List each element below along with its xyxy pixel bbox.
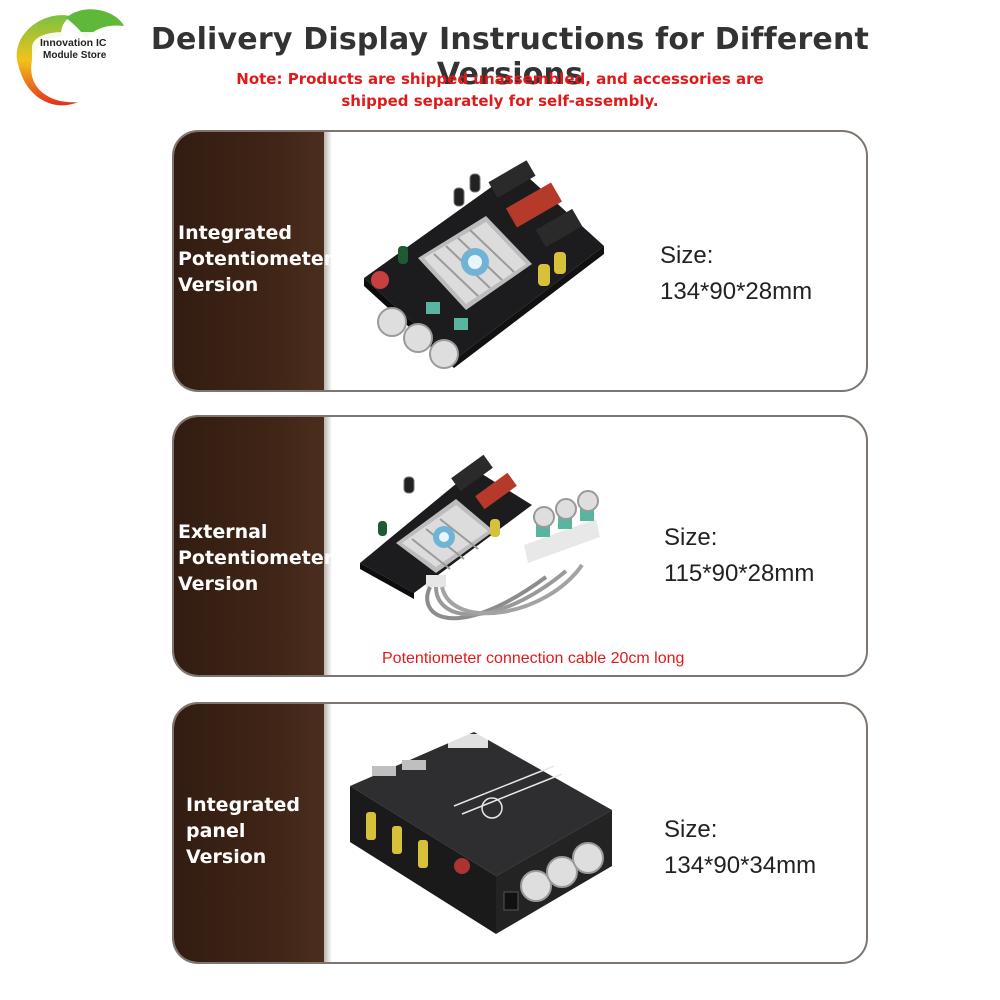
size-label: Size: — [660, 242, 714, 269]
shipping-note-line1: Note: Products are shipped unassembled, … — [236, 70, 764, 88]
version-label-panel — [174, 417, 332, 675]
amplifier-board-image — [364, 160, 604, 369]
size-label: Size: — [664, 816, 718, 843]
store-logo: Innovation IC Module Store — [16, 9, 124, 106]
version-label-panel — [174, 132, 332, 390]
size-info: Size: 115*90*28mm — [664, 520, 814, 592]
version-label: External Potentiometer Version — [178, 519, 334, 597]
cable-length-note: Potentiometer connection cable 20cm long — [382, 650, 685, 667]
page-title: Delivery Display Instructions for Differ… — [150, 22, 870, 92]
size-value: 134*90*28mm — [660, 278, 813, 305]
logo-text-line2: Module Store — [43, 50, 107, 61]
shipping-note-line2: shipped separately for self-assembly. — [341, 92, 659, 110]
version-label: Integrated Potentiometer Version — [178, 220, 334, 298]
version-label-line: panel — [186, 820, 246, 842]
version-label-panel — [174, 704, 332, 962]
amplifier-panel-image — [350, 732, 612, 934]
version-label-line: Version — [178, 274, 259, 296]
size-label: Size: — [664, 524, 718, 551]
version-label-line: Potentiometer — [178, 248, 334, 270]
logo-text-line1: Innovation IC — [40, 37, 107, 49]
size-info: Size: 134*90*34mm — [664, 812, 816, 884]
size-value: 115*90*28mm — [664, 560, 815, 587]
size-value: 134*90*34mm — [664, 852, 817, 879]
version-label-line: Integrated — [178, 222, 292, 244]
amplifier-board-with-cable-image — [360, 454, 600, 621]
size-info: Size: 134*90*28mm — [660, 238, 812, 310]
version-label-line: External — [178, 521, 268, 543]
version-label-line: Version — [178, 573, 259, 595]
version-card-external-potentiometer: External Potentiometer Version Size — [172, 415, 868, 677]
version-card-integrated-panel: Integrated panel Version Size: 134*90*34… — [172, 702, 868, 964]
version-label-line: Version — [186, 846, 267, 868]
version-card-integrated-potentiometer: Integrated Potentiometer Version — [172, 130, 868, 392]
version-label-line: Potentiometer — [178, 547, 334, 569]
shipping-note: Note: Products are shipped unassembled, … — [230, 68, 770, 112]
version-label-line: Integrated — [186, 794, 300, 816]
version-label: Integrated panel Version — [186, 792, 332, 870]
